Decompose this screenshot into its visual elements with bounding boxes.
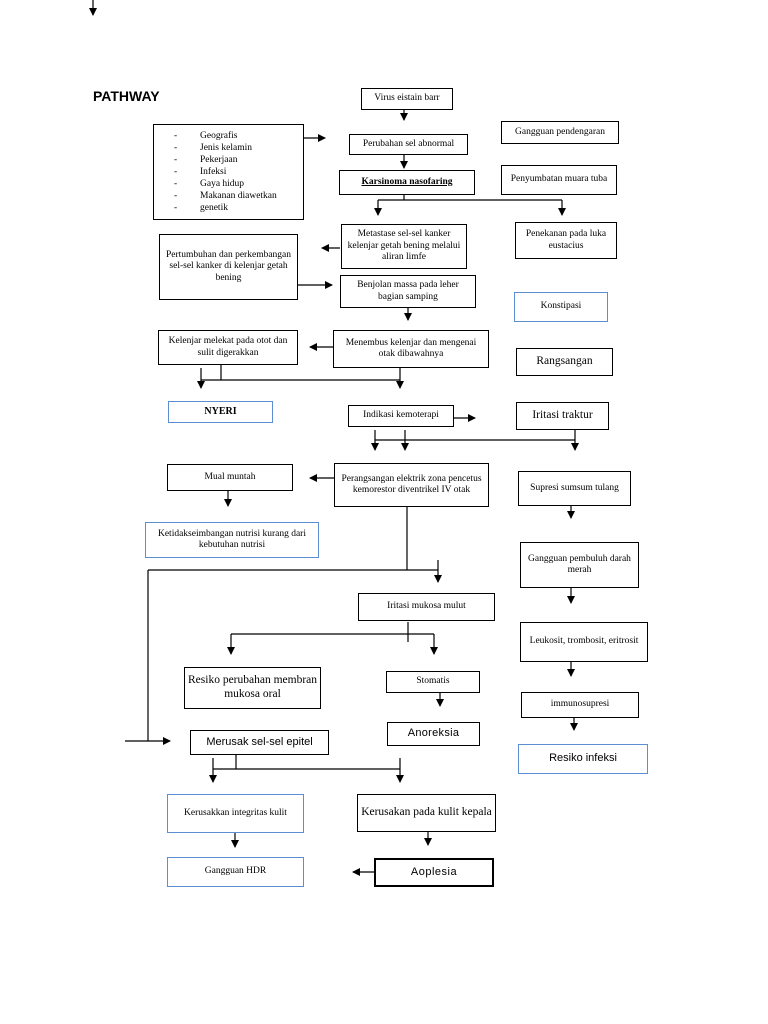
- bullet-dash: -: [174, 155, 178, 165]
- node-kelenjar-melekat: Kelenjar melekat pada otot dan sulit dig…: [158, 330, 298, 365]
- risk-factor-label: Infeksi: [200, 167, 227, 177]
- node-anoreksia: Anoreksia: [387, 722, 480, 746]
- node-nyeri: NYERI: [168, 401, 273, 423]
- risk-factor-item: - Pekerjaan: [174, 154, 299, 166]
- risk-factor-label: genetik: [200, 203, 228, 213]
- node-stomatis: Stomatis: [386, 671, 480, 693]
- bullet-dash: -: [174, 167, 178, 177]
- node-metastase: Metastase sel-sel kanker kelenjar getah …: [341, 224, 467, 269]
- node-perangsangan: Perangsangan elektrik zona pencetus kemo…: [334, 463, 489, 507]
- node-pertumbuhan: Pertumbuhan dan perkembangan sel-sel kan…: [159, 234, 298, 300]
- node-indikasi: Indikasi kemoterapi: [348, 405, 454, 427]
- node-kerusakan-kepala: Kerusakan pada kulit kepala: [357, 794, 496, 832]
- node-iritasi-mukosa: Iritasi mukosa mulut: [358, 593, 495, 621]
- risk-factors-box: - Geografis - Jenis kelamin - Pekerjaan - Infek…: [153, 124, 304, 220]
- node-supresi: Supresi sumsum tulang: [518, 471, 631, 506]
- risk-factor-item: - Geografis: [174, 130, 299, 142]
- risk-factor-item: - Infeksi: [174, 166, 299, 178]
- node-karsinoma: Karsinoma nasofaring: [339, 170, 475, 195]
- node-penyumbatan: Penyumbatan muara tuba: [501, 165, 617, 195]
- risk-factor-item: - Gaya hidup: [174, 178, 299, 190]
- node-mual: Mual muntah: [167, 464, 293, 491]
- bullet-dash: -: [174, 191, 178, 201]
- node-resiko-membran: Resiko perubahan membran mukosa oral: [184, 667, 321, 709]
- risk-factors-list: - Geografis - Jenis kelamin - Pekerjaan - Infek…: [174, 130, 299, 214]
- node-ketidakseimbangan: Ketidakseimbangan nutrisi kurang dari ke…: [145, 522, 319, 558]
- node-gangguan-hdr: Gangguan HDR: [167, 857, 304, 887]
- risk-factor-label: Gaya hidup: [200, 179, 245, 189]
- bullet-dash: -: [174, 203, 178, 213]
- bullet-dash: -: [174, 179, 178, 189]
- risk-factor-item: - Makanan diawetkan: [174, 190, 299, 202]
- node-rangsangan: Rangsangan: [516, 348, 613, 376]
- bullet-dash: -: [174, 131, 178, 141]
- node-gangguan-pendengaran: Gangguan pendengaran: [501, 121, 619, 144]
- node-kerusakan-integritas: Kerusakkan integritas kulit: [167, 794, 304, 833]
- risk-factor-item: - Jenis kelamin: [174, 142, 299, 154]
- node-leukosit: Leukosit, trombosit, eritrosit: [520, 622, 648, 662]
- node-resiko-infeksi: Resiko infeksi: [518, 744, 648, 774]
- node-immunosupresi: immunosupresi: [521, 692, 639, 718]
- risk-factor-label: Jenis kelamin: [200, 143, 252, 153]
- node-perubahan-sel: Perubahan sel abnormal: [349, 134, 468, 155]
- node-penekanan: Penekanan pada luka eustacius: [515, 222, 617, 259]
- risk-factor-label: Makanan diawetkan: [200, 191, 277, 201]
- risk-factor-item: - genetik: [174, 202, 299, 214]
- node-konstipasi: Konstipasi: [514, 292, 608, 322]
- node-menembus: Menembus kelenjar dan mengenai otak diba…: [333, 330, 489, 368]
- node-virus: Virus eistain barr: [361, 88, 453, 110]
- page-title: PATHWAY: [93, 88, 160, 104]
- node-gangguan-pembuluh: Gangguan pembuluh darah merah: [520, 542, 639, 588]
- node-aoplesia: Aoplesia: [374, 858, 494, 887]
- risk-factor-label: Pekerjaan: [200, 155, 238, 165]
- node-merusak: Merusak sel-sel epitel: [190, 730, 329, 755]
- bullet-dash: -: [174, 143, 178, 153]
- node-iritasi-traktur: Iritasi traktur: [516, 402, 609, 430]
- risk-factor-label: Geografis: [200, 131, 238, 141]
- node-benjolan: Benjolan massa pada leher bagian samping: [340, 275, 476, 308]
